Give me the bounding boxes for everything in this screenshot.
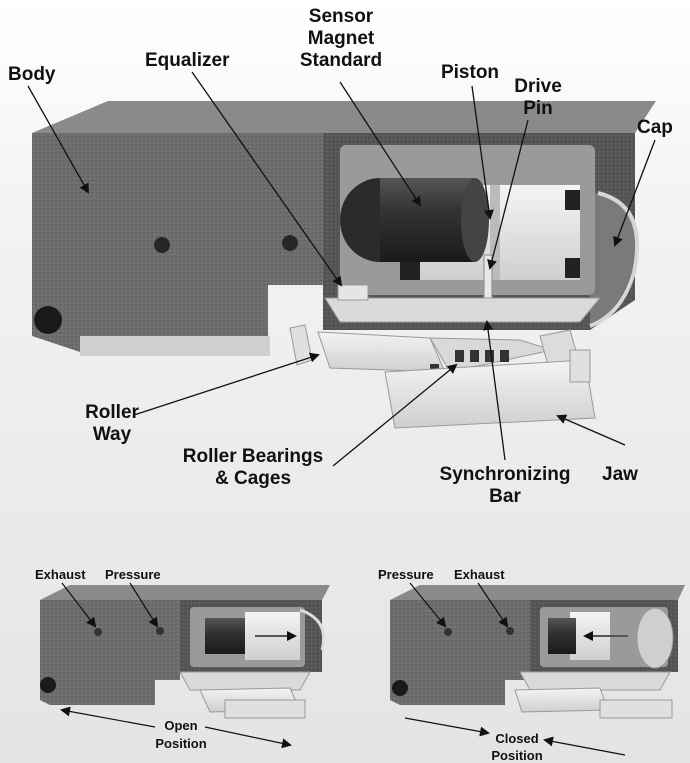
- closed-port-exhaust: [506, 627, 514, 635]
- roller-way: [317, 331, 446, 373]
- open-sync-bar: [179, 671, 311, 691]
- open-cap-seal: [299, 608, 326, 651]
- mounting-hole: [34, 306, 62, 334]
- label-sensor-line2: Magnet: [308, 28, 375, 49]
- body-lower-step: [80, 336, 270, 356]
- leader-drive-pin: [487, 119, 529, 270]
- label-roller-bearings-line1: Roller Bearings: [183, 446, 323, 467]
- port-hole-2: [282, 235, 298, 251]
- closed-cap-spring: [636, 607, 674, 669]
- closed-jaw: [599, 699, 673, 719]
- open-arrow-left: [60, 706, 156, 728]
- label-cap: Cap: [637, 117, 673, 138]
- jaw-tab: [569, 349, 591, 383]
- open-leader-lines: [60, 582, 292, 749]
- closed-caption-line1: Closed: [495, 731, 538, 746]
- closed-body-front: [390, 600, 530, 705]
- closed-caption-line2: Position: [491, 748, 542, 763]
- cap-region: [590, 193, 635, 325]
- label-sync-line1: Synchronizing: [440, 464, 571, 485]
- roller-2: [470, 350, 479, 362]
- open-position-view: [40, 585, 330, 719]
- leader-body: [27, 85, 89, 194]
- label-body: Body: [8, 64, 56, 85]
- open-arrow-right: [204, 726, 292, 749]
- open-leader-exhaust: [61, 582, 97, 628]
- leader-piston: [471, 85, 494, 220]
- label-roller-bearings-line2: & Cages: [215, 468, 291, 489]
- open-label-pressure: Pressure: [105, 567, 161, 582]
- open-caption-line2: Position: [155, 736, 206, 751]
- port-hole-1: [154, 237, 170, 253]
- closed-leader-lines: [404, 582, 626, 756]
- label-drive-line1: Drive: [514, 76, 562, 97]
- label-sensor-line3: Standard: [300, 50, 382, 71]
- label-sensor-line1: Sensor: [309, 6, 374, 27]
- open-jaw: [224, 699, 306, 719]
- closed-body-top: [390, 585, 685, 600]
- closed-label-exhaust: Exhaust: [454, 567, 505, 582]
- magnet-face: [461, 178, 489, 262]
- roller-4: [500, 350, 509, 362]
- jaw-part: [384, 359, 596, 429]
- cap-seal: [589, 191, 639, 328]
- closed-arrow-left: [404, 717, 490, 737]
- open-port-pressure: [156, 627, 164, 635]
- closed-roller-way: [514, 687, 609, 713]
- closed-mount-hole: [392, 680, 408, 696]
- piston-wall: [490, 185, 500, 280]
- closed-sync-bar: [519, 671, 671, 691]
- label-roller-way-line2: Way: [93, 424, 132, 445]
- label-jaw: Jaw: [602, 464, 638, 485]
- open-caption-line1: Open: [164, 718, 197, 733]
- leader-roller-bearings: [332, 363, 458, 467]
- roller-1: [455, 350, 464, 362]
- label-piston: Piston: [441, 62, 499, 83]
- seal-bottom-right: [565, 258, 580, 278]
- seal-top-right: [565, 190, 580, 210]
- open-magnet: [205, 618, 245, 654]
- label-equalizer: Equalizer: [145, 50, 230, 71]
- open-leader-pressure: [129, 582, 159, 628]
- body-front-face: [32, 133, 323, 352]
- closed-labels: Pressure Exhaust Closed Position: [378, 567, 543, 763]
- closed-magnet: [548, 618, 576, 654]
- roller-3: [485, 350, 494, 362]
- leader-sensor-magnet: [339, 81, 422, 207]
- leader-roller-way: [133, 352, 320, 416]
- leader-jaw: [556, 414, 626, 446]
- open-label-exhaust: Exhaust: [35, 567, 86, 582]
- main-leader-lines: [27, 71, 656, 467]
- closed-arrow-right: [543, 736, 626, 756]
- open-port-exhaust: [94, 628, 102, 636]
- closed-leader-exhaust: [477, 582, 509, 628]
- equalizer-part: [337, 284, 369, 301]
- closed-label-pressure: Pressure: [378, 567, 434, 582]
- closed-position-view: [390, 585, 685, 719]
- main-cutaway: [32, 101, 656, 429]
- leader-synchronizing-bar: [483, 320, 506, 461]
- label-sync-line2: Bar: [489, 486, 521, 507]
- label-drive-line2: Pin: [523, 98, 553, 119]
- open-body-top: [40, 585, 330, 600]
- leader-equalizer: [191, 71, 343, 287]
- body-top-face: [32, 101, 656, 133]
- leader-cap: [613, 139, 656, 247]
- synchronizing-bar-part: [324, 297, 602, 323]
- open-mount-hole: [40, 677, 56, 693]
- sensor-magnet: [380, 178, 475, 262]
- open-labels: Exhaust Pressure Open Position: [35, 567, 207, 751]
- label-roller-way-line1: Roller: [85, 402, 139, 423]
- closed-port-pressure: [444, 628, 452, 636]
- open-body-front: [40, 600, 180, 705]
- closed-leader-pressure: [409, 582, 447, 628]
- main-labels: Body Equalizer Sensor Magnet Standard Pi…: [8, 6, 673, 507]
